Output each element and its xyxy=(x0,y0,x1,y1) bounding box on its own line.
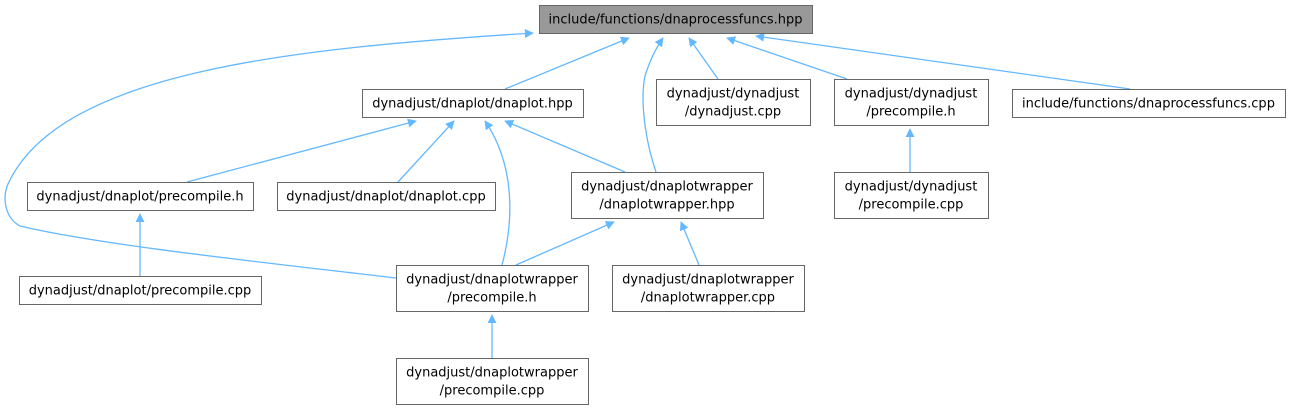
node-box xyxy=(571,172,764,219)
node-dnaplot-hpp[interactable]: dynadjust/dnaplot/dnaplot.hpp xyxy=(362,89,584,118)
node-box xyxy=(612,265,805,312)
node-box xyxy=(1012,89,1286,118)
node-box xyxy=(277,182,496,211)
node-dynadjust-precompile-h[interactable]: dynadjust/dynadjust/precompile.h xyxy=(834,79,989,126)
edge-dnaplotwrapper-precompile-h-to-dnaplotwrapper-hpp xyxy=(515,221,615,266)
node-label-line: /precompile.cpp xyxy=(440,384,545,399)
node-box xyxy=(656,79,811,126)
node-box xyxy=(19,276,262,305)
node-dnaplotwrapper-cpp[interactable]: dynadjust/dnaplotwrapper/dnaplotwrapper.… xyxy=(612,265,805,312)
node-label-line: include/functions/dnaprocessfuncs.hpp xyxy=(548,13,802,28)
node-root[interactable]: include/functions/dnaprocessfuncs.hpp xyxy=(539,5,813,34)
edge-dnaplotwrapper-precompile-h-to-dnaplot-hpp xyxy=(484,120,511,266)
node-box xyxy=(834,79,989,126)
node-label-line: /dnaplotwrapper.hpp xyxy=(599,198,734,213)
node-box xyxy=(27,182,254,211)
node-dnaplot-precompile-cpp[interactable]: dynadjust/dnaplot/precompile.cpp xyxy=(19,276,262,305)
node-label-line: include/functions/dnaprocessfuncs.cpp xyxy=(1022,97,1275,112)
node-label-line: dynadjust/dnaplotwrapper xyxy=(406,366,578,381)
edge-dnaprocessfuncs-cpp-to-root xyxy=(755,32,1131,90)
edge-dnaplotwrapper-hpp-to-dnaplot-hpp xyxy=(504,120,626,173)
node-box xyxy=(539,5,813,34)
node-label-line: dynadjust/dnaplotwrapper xyxy=(406,273,578,288)
node-dynadjust-precompile-cpp[interactable]: dynadjust/dynadjust/precompile.cpp xyxy=(834,172,989,219)
edge-dnaplot-precompile-h-to-dnaplot-hpp xyxy=(186,118,417,183)
node-dynadjust-cpp[interactable]: dynadjust/dynadjust/dynadjust.cpp xyxy=(656,79,811,126)
node-label-line: dynadjust/dynadjust xyxy=(667,87,800,102)
node-label-line: /precompile.h xyxy=(866,105,955,120)
node-label-line: /dnaplotwrapper.cpp xyxy=(641,291,775,306)
nodes-layer: include/functions/dnaprocessfuncs.hpp dyn… xyxy=(19,5,1286,405)
edge-dnaplot-hpp-to-root xyxy=(504,36,630,90)
node-label-line: /dynadjust.cpp xyxy=(685,105,781,120)
node-box xyxy=(396,265,589,312)
node-label-line: dynadjust/dnaplotwrapper xyxy=(622,273,794,288)
node-label-line: dynadjust/dnaplot/precompile.cpp xyxy=(29,284,252,299)
node-dnaprocessfuncs-cpp[interactable]: include/functions/dnaprocessfuncs.cpp xyxy=(1012,89,1286,118)
node-label-line: dynadjust/dnaplot/precompile.h xyxy=(36,190,243,205)
node-label-line: /precompile.cpp xyxy=(859,198,964,213)
edge-dnaplotwrapper-hpp-to-root xyxy=(642,37,664,173)
edge-dnaplotwrapper-precompile-h-to-root xyxy=(4,29,534,279)
edge-dynadjust-cpp-to-root xyxy=(688,37,719,80)
node-dnaplotwrapper-hpp[interactable]: dynadjust/dnaplotwrapper/dnaplotwrapper.… xyxy=(571,172,764,219)
edge-dnaplotwrapper-cpp-to-dnaplotwrapper-hpp xyxy=(679,221,700,266)
node-label-line: dynadjust/dynadjust xyxy=(845,180,978,195)
node-label-line: dynadjust/dnaplot/dnaplot.hpp xyxy=(372,97,573,112)
node-box xyxy=(362,89,584,118)
node-dnaplot-cpp[interactable]: dynadjust/dnaplot/dnaplot.cpp xyxy=(277,182,496,211)
edges-layer xyxy=(4,29,1131,358)
node-label-line: dynadjust/dnaplotwrapper xyxy=(581,180,753,195)
edge-dnaplot-cpp-to-dnaplot-hpp xyxy=(397,120,455,183)
node-dnaplotwrapper-precompile-h[interactable]: dynadjust/dnaplotwrapper/precompile.h xyxy=(396,265,589,312)
edge-dynadjust-precompile-h-to-root xyxy=(726,36,848,80)
node-dnaplotwrapper-precompile-cpp[interactable]: dynadjust/dnaplotwrapper/precompile.cpp xyxy=(396,358,589,405)
node-label-line: dynadjust/dnaplot/dnaplot.cpp xyxy=(286,190,485,205)
node-box xyxy=(834,172,989,219)
node-dnaplot-precompile-h[interactable]: dynadjust/dnaplot/precompile.h xyxy=(27,182,254,211)
node-label-line: dynadjust/dynadjust xyxy=(845,87,978,102)
node-box xyxy=(396,358,589,405)
node-label-line: /precompile.h xyxy=(447,291,536,306)
